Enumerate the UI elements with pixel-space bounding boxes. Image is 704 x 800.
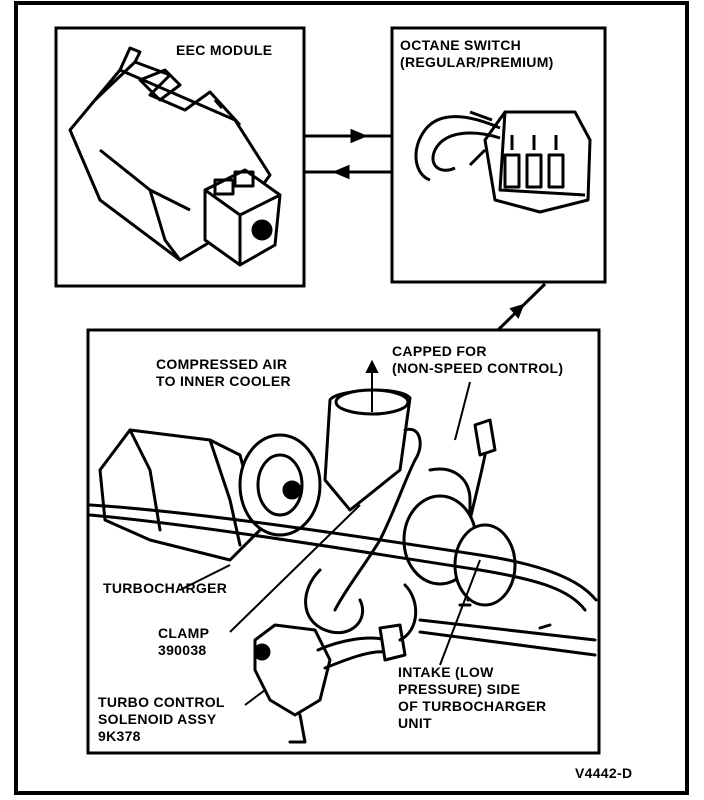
- solenoid-label: TURBO CONTROL SOLENOID ASSY 9K378: [98, 694, 225, 744]
- engine-panel: [86, 328, 601, 755]
- capped-label: CAPPED FOR (NON-SPEED CONTROL): [392, 343, 564, 376]
- intake-label: INTAKE (LOW PRESSURE) SIDE OF TURBOCHARG…: [398, 664, 547, 731]
- turbocharger-label: TURBOCHARGER: [103, 580, 228, 596]
- figure-code: V4442-D: [575, 765, 633, 781]
- eec-module-panel: [54, 26, 306, 288]
- leader-lines: [179, 359, 481, 706]
- outer-border: [14, 1, 689, 795]
- octane-switch-drawing: [414, 110, 592, 214]
- eec-module-label: EEC MODULE: [176, 42, 273, 58]
- octane-switch-panel: [390, 26, 607, 284]
- compressed-air-label: COMPRESSED AIR TO INNER COOLER: [156, 356, 291, 389]
- eec-module-drawing: [68, 46, 282, 267]
- octane-link: [496, 282, 547, 332]
- clamp-label: CLAMP 390038: [158, 625, 210, 658]
- octane-switch-label: OCTANE SWITCH (REGULAR/PREMIUM): [400, 37, 554, 70]
- module-connection: [304, 128, 392, 180]
- engine-drawing: [88, 388, 598, 744]
